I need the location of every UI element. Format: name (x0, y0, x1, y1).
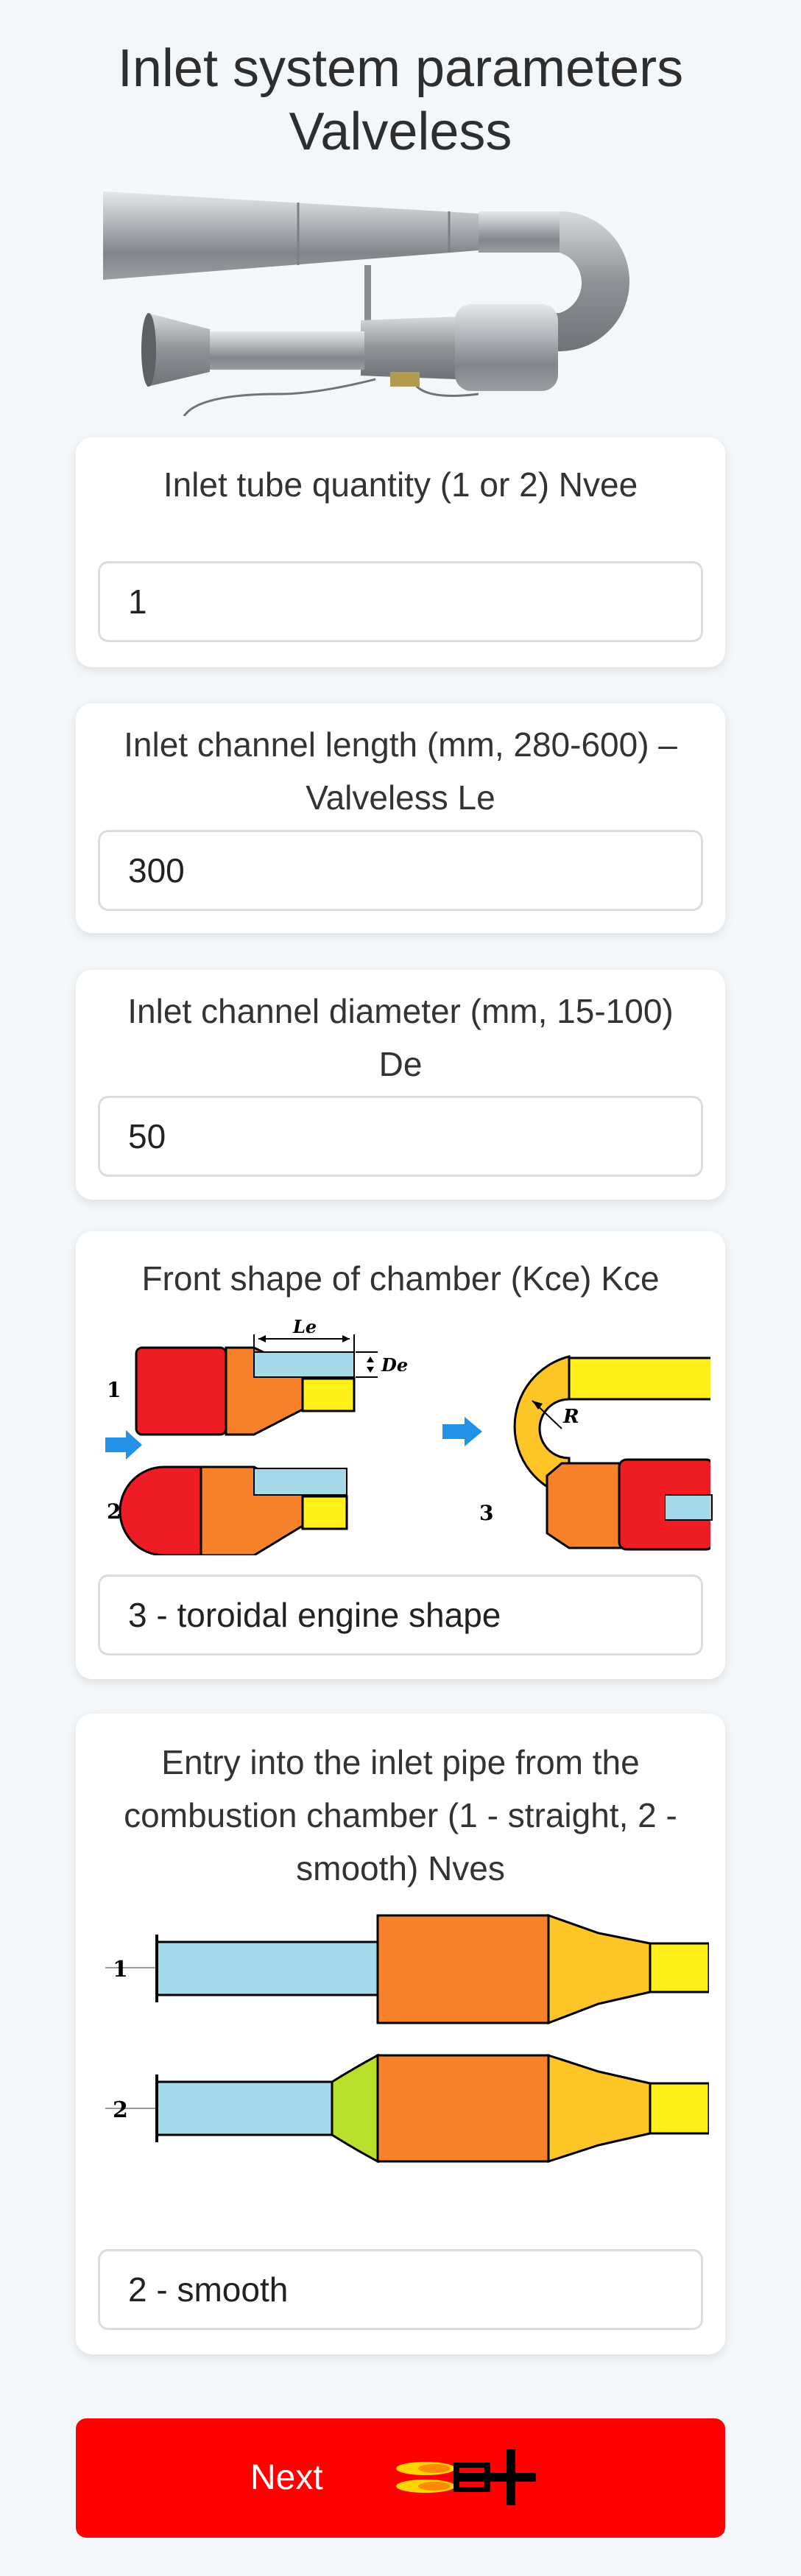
chamber-shape-select[interactable] (98, 1574, 703, 1655)
page-title-line1: Inlet system parameters (117, 39, 684, 98)
channel-diameter-input[interactable] (98, 1096, 703, 1177)
le-label: Le (292, 1316, 317, 1337)
channel-diameter-label-line2: De (378, 1045, 423, 1083)
channel-length-input[interactable] (98, 830, 703, 911)
shape-number-2: 2 (107, 1499, 121, 1524)
next-button-label: Next (250, 2458, 323, 2497)
channel-length-label-line2: Valveless Le (306, 778, 495, 817)
entry-number-1: 1 (113, 1957, 128, 1982)
channel-diameter-label-line1: Inlet channel diameter (mm, 15-100) (127, 992, 674, 1030)
entry-type-label-line3: smooth) Nves (296, 1849, 505, 1887)
card-channel-diameter: Inlet channel diameter (mm, 15-100) De (76, 970, 725, 1200)
page-title: Inlet system parameters Valveless (0, 37, 801, 163)
entry-type-label: Entry into the inlet pipe from the combu… (105, 1736, 696, 1895)
channel-length-label: Inlet channel length (mm, 280-600) – Val… (105, 718, 696, 824)
card-chamber-shape: Front shape of chamber (Kce) Kce Le De 1… (76, 1231, 725, 1679)
card-entry-type: Entry into the inlet pipe from the combu… (76, 1714, 725, 2354)
arrow-right-icon (105, 1430, 142, 1460)
engine-photo (103, 191, 629, 416)
channel-diameter-label: Inlet channel diameter (mm, 15-100) De (105, 985, 696, 1091)
next-button[interactable]: Next (76, 2418, 725, 2538)
card-channel-length: Inlet channel length (mm, 280-600) – Val… (76, 703, 725, 933)
channel-length-label-line1: Inlet channel length (mm, 280-600) – (124, 725, 677, 764)
de-label: De (381, 1354, 408, 1376)
shape-number-3: 3 (479, 1501, 493, 1525)
r-label: R (562, 1406, 579, 1428)
entry-type-label-line2: combustion chamber (1 - straight, 2 - (124, 1796, 677, 1834)
chamber-shape-diagram: Le De 1 2 R 3 (105, 1316, 710, 1555)
jet-engine-icon (396, 2449, 536, 2505)
tube-quantity-input[interactable] (98, 561, 703, 642)
card-tube-quantity: Inlet tube quantity (1 or 2) Nvee (76, 437, 725, 667)
entry-type-diagram: 1 2 (105, 1913, 709, 2163)
shape-number-1: 1 (107, 1378, 121, 1402)
page-title-line2: Valveless (289, 102, 512, 161)
outlet-pipe (665, 1494, 713, 1521)
tube-quantity-label: Inlet tube quantity (1 or 2) Nvee (163, 465, 638, 504)
entry-type-label-line1: Entry into the inlet pipe from the (161, 1743, 640, 1781)
arrow-right-icon (442, 1417, 482, 1446)
entry-type-select[interactable] (98, 2249, 703, 2330)
chamber-shape-label: Front shape of chamber (Kce) Kce (141, 1259, 660, 1298)
entry-number-2: 2 (113, 2097, 128, 2123)
